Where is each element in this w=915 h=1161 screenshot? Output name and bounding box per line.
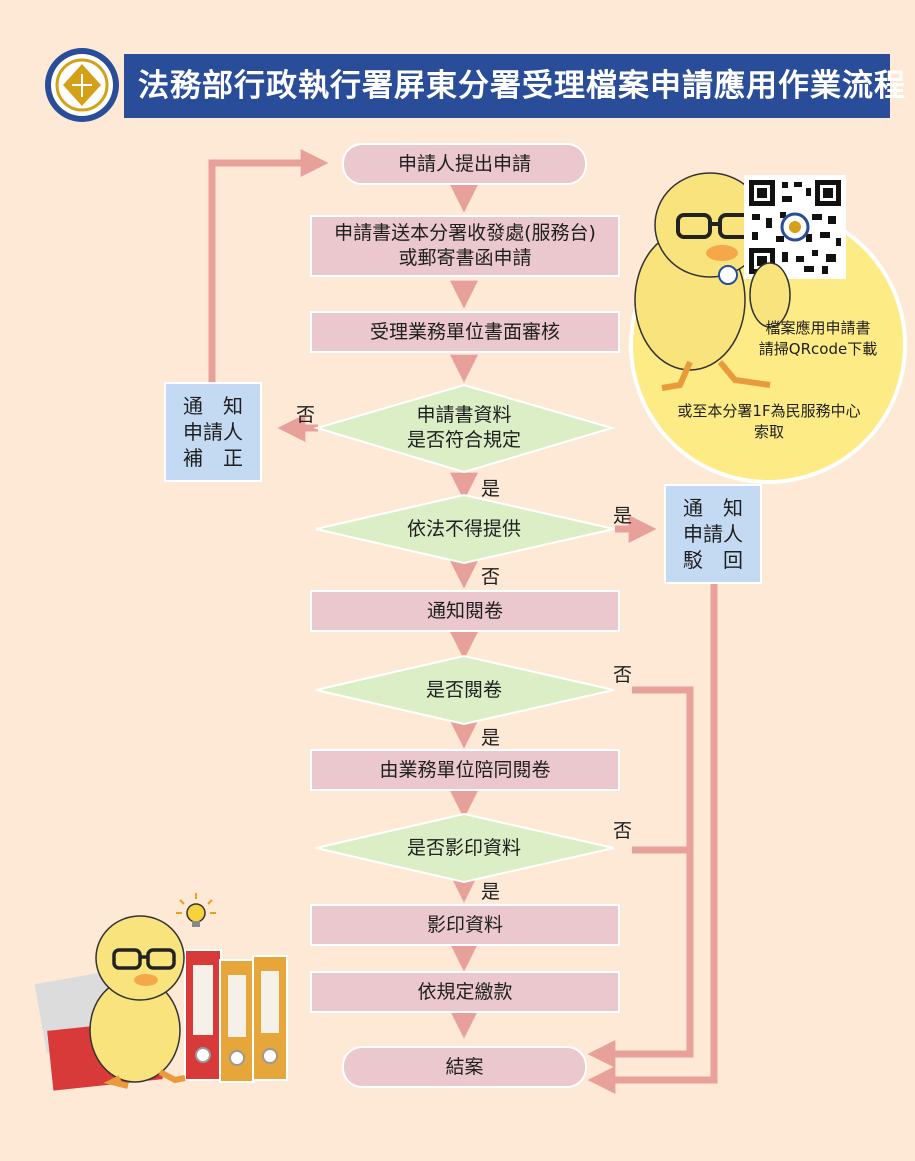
decision-diamonds [313,383,616,884]
flow-arrows [208,149,718,1094]
label-no-check: 否 [296,404,316,426]
step-apply: 申請人提出申請 [342,143,587,185]
decision-restrict-label: 依法不得提供 [406,517,521,540]
qr-code-icon [744,175,846,279]
step-pay-label: 依規定繳款 [417,980,513,1003]
binders-icon [184,949,288,1083]
decision-read-label: 是否閱卷 [425,678,502,701]
qr-info-line2: 請掃QRcode下載 [758,340,878,358]
step-copy-label: 影印資料 [426,913,503,936]
step-submit: 申請書送本分署收發處(服務台) 或郵寄書函申請 [310,215,620,277]
decision-check-line1: 申請書資料 [416,404,512,426]
step-copy: 影印資料 [310,904,620,946]
agency-seal-icon [45,48,119,122]
step-pay: 依規定繳款 [310,971,620,1013]
notice-correct-line1: 通 知 [183,394,243,418]
notice-correct: 通 知 申請人 補 正 [164,382,262,482]
qr-info-download: 檔案應用申請書 請掃QRcode下載 [748,318,888,360]
page-title: 法務部行政執行署屏東分署受理檔案申請應用作業流程 [124,54,905,118]
step-submit-line2: 或郵寄書函申請 [398,247,532,269]
duck-mascot-icon [634,172,771,391]
notice-reject-line1: 通 知 [683,496,743,520]
label-no-read: 否 [613,664,633,686]
step-review: 受理業務單位書面審核 [310,311,620,353]
step-accompany-label: 由業務單位陪同閱卷 [379,758,551,781]
notice-reject: 通 知 申請人 駁 回 [664,484,762,584]
step-apply-label: 申請人提出申請 [397,152,531,175]
label-yes-check: 是 [481,478,501,500]
label-yes-restrict: 是 [613,505,633,527]
lightbulb-icon [176,893,216,927]
step-review-label: 受理業務單位書面審核 [369,320,560,343]
qr-info-line1: 檔案應用申請書 [765,319,871,337]
qr-info-line3: 或至本分署1F為民服務中心 [677,402,861,420]
qr-info-pickup: 或至本分署1F為民服務中心 索取 [650,401,888,443]
label-no-copy: 否 [613,820,633,842]
decision-read: 是否閱卷 [364,677,564,703]
step-notify-read-label: 通知閱卷 [426,599,503,622]
notice-reject-line2: 申請人 [683,522,743,546]
duck-wing [749,262,791,328]
label-yes-copy: 是 [481,881,501,903]
step-notify-read: 通知閱卷 [310,590,620,632]
decision-check: 申請書資料 是否符合規定 [364,400,564,456]
decision-copy-label: 是否影印資料 [406,836,521,859]
step-accompany: 由業務單位陪同閱卷 [310,749,620,791]
notice-correct-line2: 申請人 [183,420,243,444]
duck-mascot-small-icon [89,915,186,1089]
step-close-label: 結案 [445,1055,484,1078]
label-no-restrict: 否 [481,566,501,588]
step-close: 結案 [342,1046,587,1088]
decision-restrict: 依法不得提供 [364,516,564,542]
step-submit-line1: 申請書送本分署收發處(服務台) [334,222,596,244]
decision-copy: 是否影印資料 [364,835,564,861]
qr-info-line4: 索取 [753,423,784,441]
decision-check-line2: 是否符合規定 [406,429,521,451]
notice-reject-line3: 駁 回 [683,548,743,572]
label-yes-read: 是 [481,727,501,749]
notice-correct-line3: 補 正 [183,446,243,470]
